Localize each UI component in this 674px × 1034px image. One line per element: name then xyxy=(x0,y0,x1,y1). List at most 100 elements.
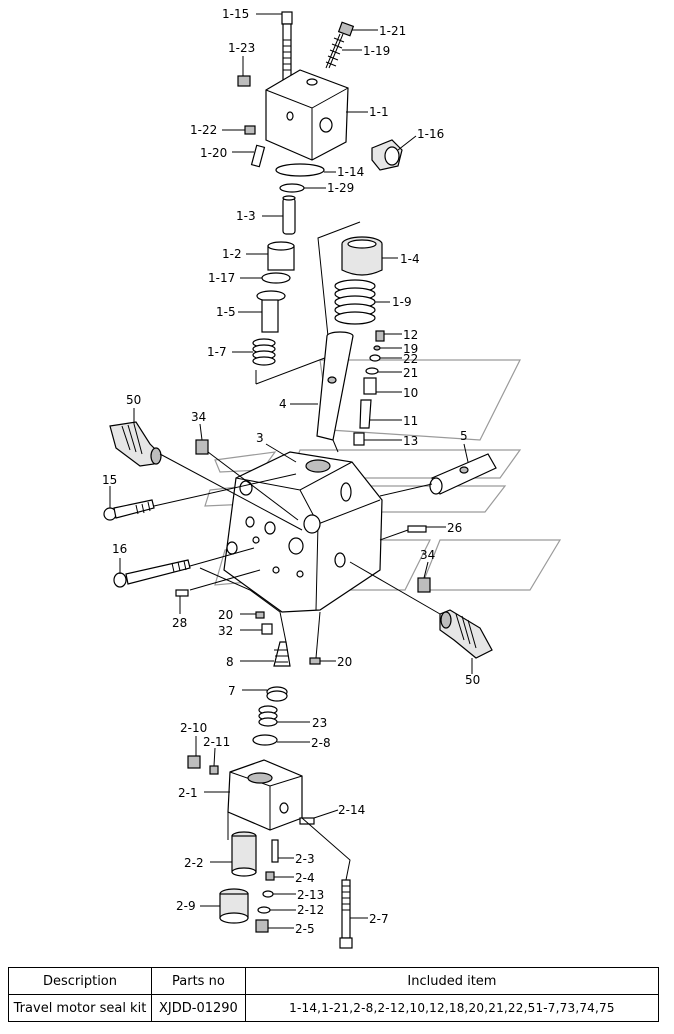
bolt-16 xyxy=(113,559,191,588)
spring-1-7 xyxy=(252,338,276,366)
header-included-item: Included item xyxy=(244,967,660,995)
label-21: 21 xyxy=(403,366,418,380)
label-1-29: 1-29 xyxy=(327,181,354,195)
label-1-19: 1-19 xyxy=(363,44,390,58)
label-8: 8 xyxy=(226,655,234,669)
label-3: 3 xyxy=(256,431,264,445)
label-1-14: 1-14 xyxy=(337,165,364,179)
table-row: Travel motor seal kit XJDD-01290 1-14,1-… xyxy=(8,994,660,1022)
label-13: 13 xyxy=(403,434,418,448)
check-valve-parts xyxy=(353,330,385,446)
ring-2-12 xyxy=(257,906,271,914)
header-parts-no: Parts no xyxy=(150,967,246,995)
plug-34-left xyxy=(195,439,209,455)
cover-block-1-1 xyxy=(265,69,349,161)
pin-28 xyxy=(175,589,189,597)
pin-1-20 xyxy=(250,144,266,168)
label-1-21: 1-21 xyxy=(379,24,406,38)
label-2-10: 2-10 xyxy=(180,721,207,735)
spool-5 xyxy=(429,453,497,495)
plug-20-lower xyxy=(309,657,321,665)
o-ring-1-14 xyxy=(275,163,325,177)
label-1-7: 1-7 xyxy=(207,345,227,359)
plug-50-right xyxy=(439,609,493,659)
spool-4 xyxy=(316,331,354,441)
plug-50-left xyxy=(109,421,162,467)
label-2-4: 2-4 xyxy=(295,871,315,885)
label-20-lower: 20 xyxy=(337,655,352,669)
spool-2-3 xyxy=(271,839,279,863)
label-1-3: 1-3 xyxy=(236,209,256,223)
label-1-1: 1-1 xyxy=(369,105,389,119)
cell-parts-no: XJDD-01290 xyxy=(150,994,246,1022)
label-1-17: 1-17 xyxy=(208,271,235,285)
label-2-2: 2-2 xyxy=(184,856,204,870)
label-2-14: 2-14 xyxy=(338,803,365,817)
plug-2-10 xyxy=(187,755,201,769)
label-1-2: 1-2 xyxy=(222,247,242,261)
label-12: 12 xyxy=(403,328,418,342)
label-5: 5 xyxy=(460,429,468,443)
part-11 xyxy=(359,399,372,429)
pin-26 xyxy=(407,525,427,533)
cell-description: Travel motor seal kit xyxy=(8,994,152,1022)
label-50-left: 50 xyxy=(126,393,141,407)
label-1-15: 1-15 xyxy=(222,7,249,21)
part-12 xyxy=(375,330,385,342)
plug-34-right xyxy=(417,577,431,593)
main-valve-body-3 xyxy=(223,451,383,613)
spring-23 xyxy=(258,705,278,727)
label-2-11: 2-11 xyxy=(203,735,230,749)
cell-included-item: 1-14,1-21,2-8,2-12,10,12,18,20,21,22,51-… xyxy=(244,994,660,1022)
label-2-1: 2-1 xyxy=(178,786,198,800)
seal-kit-table: Description Parts no Included item Trave… xyxy=(8,967,660,1022)
plug-2-11 xyxy=(209,765,219,775)
cover-assembly-1 xyxy=(237,11,403,385)
plug-1-23 xyxy=(237,75,251,87)
label-4: 4 xyxy=(279,397,287,411)
label-1-22: 1-22 xyxy=(190,123,217,137)
label-15: 15 xyxy=(102,473,117,487)
leader-lines xyxy=(109,13,473,929)
label-2-3: 2-3 xyxy=(295,852,315,866)
ring-1-17 xyxy=(261,272,291,284)
label-1-4: 1-4 xyxy=(400,252,420,266)
plug-20-upper xyxy=(255,611,265,619)
label-34-left: 34 xyxy=(191,410,206,424)
label-22: 22 xyxy=(403,352,418,366)
part-19 xyxy=(373,345,381,351)
label-32: 32 xyxy=(218,624,233,638)
label-7: 7 xyxy=(228,684,236,698)
part-10 xyxy=(363,377,377,395)
part-labels: 1-15 1-21 1-19 1-23 1-1 1-22 1-16 1-20 1… xyxy=(102,7,480,936)
piston-1-5 xyxy=(261,299,279,333)
bolt-2-7 xyxy=(339,879,353,949)
label-2-5: 2-5 xyxy=(295,922,315,936)
label-1-23: 1-23 xyxy=(228,41,255,55)
plug-1-21 xyxy=(337,21,355,37)
label-20-upper: 20 xyxy=(218,608,233,622)
label-23: 23 xyxy=(312,716,327,730)
part-2-5 xyxy=(255,919,269,933)
label-2-7: 2-7 xyxy=(369,912,389,926)
label-2-12: 2-12 xyxy=(297,903,324,917)
plug-32 xyxy=(261,623,273,635)
label-11: 11 xyxy=(403,414,418,428)
ring-2-13 xyxy=(262,890,274,898)
cover-block-2-1 xyxy=(227,759,303,831)
o-ring-1-29 xyxy=(279,183,305,193)
label-2-9: 2-9 xyxy=(176,899,196,913)
label-1-20: 1-20 xyxy=(200,146,227,160)
label-28: 28 xyxy=(172,616,187,630)
o-ring-2-8 xyxy=(252,734,278,746)
part-21 xyxy=(365,367,379,375)
label-26: 26 xyxy=(447,521,462,535)
label-1-16: 1-16 xyxy=(417,127,444,141)
part-13 xyxy=(353,432,365,446)
header-description: Description xyxy=(8,967,152,995)
part-2-4 xyxy=(265,871,275,881)
plug-2-9 xyxy=(219,888,249,924)
label-34-right: 34 xyxy=(420,548,435,562)
table-header-row: Description Parts no Included item xyxy=(8,967,660,995)
part-22 xyxy=(369,354,381,362)
